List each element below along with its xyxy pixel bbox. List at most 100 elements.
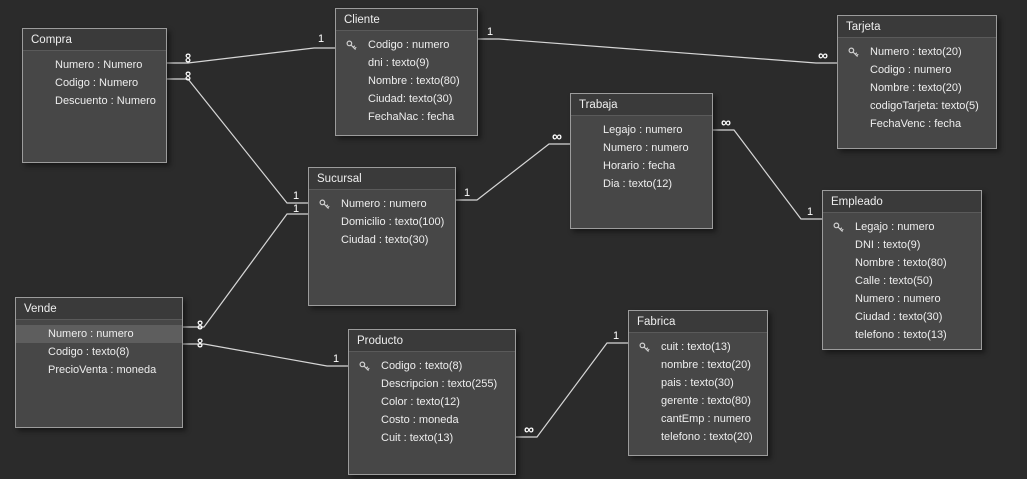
field-row[interactable]: pais : texto(30) <box>629 374 767 392</box>
field-label: FechaVenc : fecha <box>870 118 962 130</box>
field-row[interactable]: Numero : numero <box>309 195 455 213</box>
field-label: Codigo : texto(8) <box>381 360 463 372</box>
field-row[interactable]: DNI : texto(9) <box>823 236 981 254</box>
field-row[interactable]: telefono : texto(20) <box>629 428 767 446</box>
cardinality-many-label: ∞ <box>181 53 197 63</box>
field-row[interactable]: Color : texto(12) <box>349 393 515 411</box>
field-row-selected[interactable]: Numero : numero <box>16 325 182 343</box>
field-row[interactable]: gerente : texto(80) <box>629 392 767 410</box>
field-row[interactable]: Codigo : numero <box>838 61 996 79</box>
field-row[interactable]: Codigo : Numero <box>23 74 166 92</box>
key-icon <box>833 222 855 233</box>
relationship-line-sucursal-vende[interactable] <box>183 213 308 328</box>
field-label: telefono : texto(20) <box>661 431 753 443</box>
relationship-line-cliente-compra[interactable] <box>167 47 335 64</box>
field-label: Nombre : texto(80) <box>368 75 460 87</box>
field-row[interactable]: Descuento : Numero <box>23 92 166 110</box>
field-row[interactable]: Codigo : texto(8) <box>16 343 182 361</box>
field-row[interactable]: Numero : numero <box>571 139 712 157</box>
field-row[interactable]: nombre : texto(20) <box>629 356 767 374</box>
field-label: Numero : numero <box>855 293 941 305</box>
relationship-line-cliente-tarjeta[interactable] <box>478 38 837 64</box>
field-row[interactable]: cuit : texto(13) <box>629 338 767 356</box>
cardinality-many-label: ∞ <box>193 338 209 348</box>
cardinality-many-label: ∞ <box>181 71 197 81</box>
field-row[interactable]: codigoTarjeta: texto(5) <box>838 97 996 115</box>
cardinality-many-label: ∞ <box>721 114 731 130</box>
relationship-line-fabrica-producto[interactable] <box>516 342 628 438</box>
field-row[interactable]: Ciudad : texto(30) <box>823 308 981 326</box>
field-row[interactable]: Legajo : numero <box>823 218 981 236</box>
field-row[interactable]: Ciudad : texto(30) <box>309 231 455 249</box>
key-icon <box>639 342 661 353</box>
relationship-line-sucursal-compra[interactable] <box>167 78 308 204</box>
cardinality-many-label: ∞ <box>193 320 209 330</box>
entity-title-trabaja[interactable]: Trabaja <box>571 94 712 116</box>
field-label: Costo : moneda <box>381 414 459 426</box>
entity-title-cliente[interactable]: Cliente <box>336 9 477 31</box>
relationship-line-sucursal-trabaja[interactable] <box>456 143 570 201</box>
field-row[interactable]: Horario : fecha <box>571 157 712 175</box>
relationship-line-empleado-trabaja[interactable] <box>713 129 822 220</box>
field-row[interactable]: Numero : Numero <box>23 56 166 74</box>
entity-title-empleado[interactable]: Empleado <box>823 191 981 213</box>
relationship-line-producto-vende[interactable] <box>183 343 348 367</box>
field-row[interactable]: Descripcion : texto(255) <box>349 375 515 393</box>
key-icon <box>319 199 341 210</box>
field-row[interactable]: FechaVenc : fecha <box>838 115 996 133</box>
cardinality-one-label: 1 <box>318 33 324 45</box>
field-row[interactable]: Nombre : texto(20) <box>838 79 996 97</box>
field-label: telefono : texto(13) <box>855 329 947 341</box>
entity-title-sucursal[interactable]: Sucursal <box>309 168 455 190</box>
field-label: Ciudad : texto(30) <box>341 234 429 246</box>
field-row[interactable]: Ciudad: texto(30) <box>336 90 477 108</box>
field-label: Numero : numero <box>341 198 427 210</box>
field-row[interactable]: PrecioVenta : moneda <box>16 361 182 379</box>
field-row[interactable]: FechaNac : fecha <box>336 108 477 126</box>
field-label: Ciudad : texto(30) <box>855 311 943 323</box>
field-row[interactable]: cantEmp : numero <box>629 410 767 428</box>
entity-title-producto[interactable]: Producto <box>349 330 515 352</box>
field-row[interactable]: Calle : texto(50) <box>823 272 981 290</box>
field-label: codigoTarjeta: texto(5) <box>870 100 979 112</box>
field-row[interactable]: Numero : texto(20) <box>838 43 996 61</box>
field-label: Codigo : texto(8) <box>48 346 130 358</box>
field-row[interactable]: Nombre : texto(80) <box>336 72 477 90</box>
field-row[interactable]: Dia : texto(12) <box>571 175 712 193</box>
field-label: cantEmp : numero <box>661 413 751 425</box>
field-label: Codigo : Numero <box>55 77 139 89</box>
cardinality-one-label: 1 <box>613 330 619 342</box>
field-row[interactable]: dni : texto(9) <box>336 54 477 72</box>
field-row[interactable]: Codigo : numero <box>336 36 477 54</box>
field-label: DNI : texto(9) <box>855 239 921 251</box>
field-row[interactable]: Nombre : texto(80) <box>823 254 981 272</box>
field-label: Descripcion : texto(255) <box>381 378 498 390</box>
field-row[interactable]: Numero : numero <box>823 290 981 308</box>
entity-title-fabrica[interactable]: Fabrica <box>629 311 767 333</box>
field-row[interactable]: Costo : moneda <box>349 411 515 429</box>
field-row[interactable]: Cuit : texto(13) <box>349 429 515 447</box>
entity-field-list: cuit : texto(13)nombre : texto(20)pais :… <box>629 333 767 446</box>
field-row[interactable]: telefono : texto(13) <box>823 326 981 344</box>
entity-title-compra[interactable]: Compra <box>23 29 166 51</box>
field-row[interactable]: Codigo : texto(8) <box>349 357 515 375</box>
field-row[interactable]: Domicilio : texto(100) <box>309 213 455 231</box>
field-label: Codigo : numero <box>870 64 952 76</box>
field-row[interactable]: Legajo : numero <box>571 121 712 139</box>
cardinality-one-label: 1 <box>293 190 299 202</box>
entity-title-tarjeta[interactable]: Tarjeta <box>838 16 996 38</box>
entity-title-vende[interactable]: Vende <box>16 298 182 320</box>
